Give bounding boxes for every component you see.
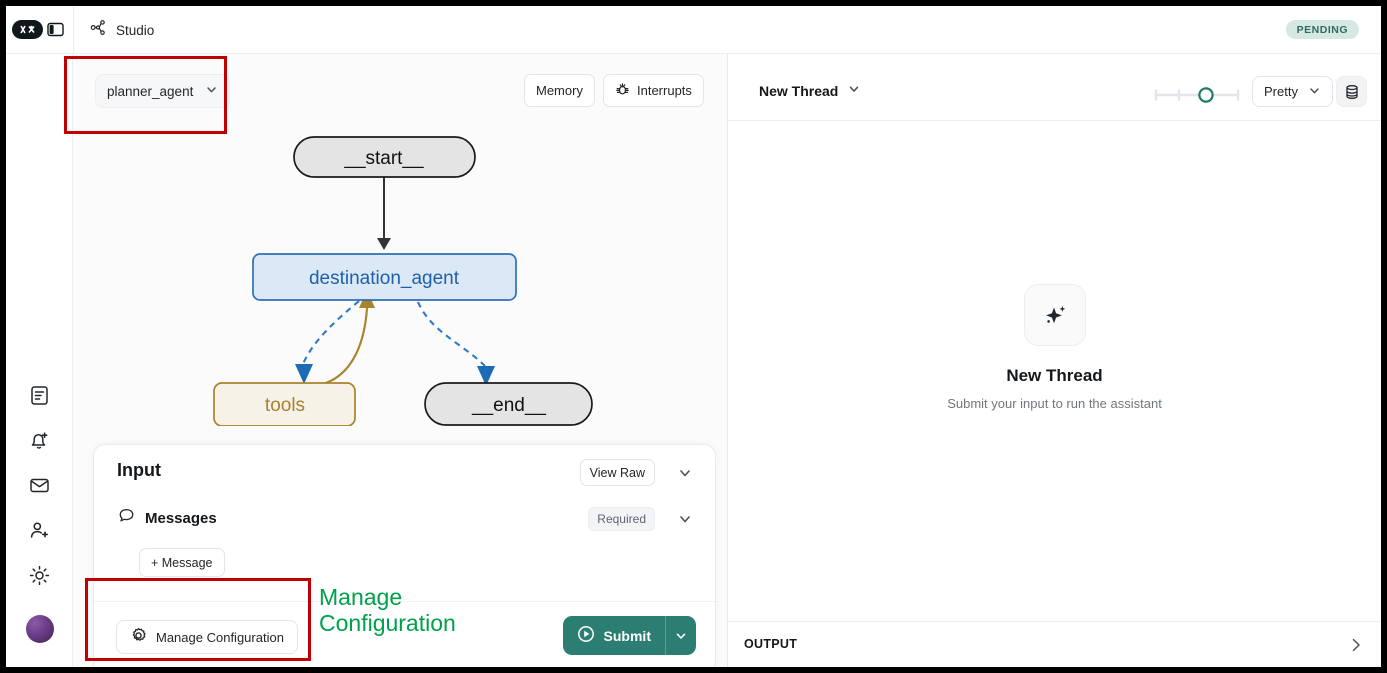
langsmith-logo-icon[interactable] [12,20,43,39]
person-plus-icon[interactable] [28,519,51,542]
input-card-footer: Manage Configuration Submit [94,601,715,667]
submit-divider [665,616,666,655]
graph-node-tools-label: tools [265,395,305,416]
empty-state-title: New Thread [1006,366,1103,385]
chevron-down-icon [847,82,861,99]
messages-collapse-chevron-down-icon[interactable] [671,507,699,531]
zoom-slider[interactable] [1152,82,1242,108]
studio-label: Studio [116,22,155,38]
add-message-button[interactable]: + Message [139,548,225,577]
bell-plus-icon[interactable] [28,429,51,452]
add-message-label: + Message [151,555,213,570]
agent-graph[interactable]: __start__ destination_agent tools __end_… [73,116,728,426]
empty-state: New Thread Submit your input to run the … [728,284,1381,411]
thread-selector[interactable]: New Thread [759,82,861,99]
edge-arrow-tools [295,364,313,384]
graph-node-tools[interactable]: tools [213,382,356,426]
speech-bubble-icon [118,507,135,529]
graph-node-start-label: __start__ [343,148,424,169]
manage-configuration-button[interactable]: Manage Configuration [116,620,298,654]
gear-icon [130,627,147,647]
submit-button[interactable]: Submit [562,616,696,655]
annotation-callout-manage-configuration: Manage Configuration [319,584,456,637]
thread-toolbar-divider [728,120,1381,121]
graph-node-destination-agent[interactable]: destination_agent [252,253,517,301]
graph-panel: planner_agent Memory Interrupts [73,54,728,667]
edge-tools-to-destination-agent [322,307,369,386]
submit-button-main[interactable]: Submit [563,616,665,655]
empty-state-subtitle: Submit your input to run the assistant [947,396,1162,411]
graph-toolbar: planner_agent Memory Interrupts [73,54,728,116]
input-card: Input View Raw Messages Requi [93,444,716,667]
topbar-divider [73,6,74,54]
memory-button[interactable]: Memory [524,74,595,107]
input-card-header: Input View Raw [94,445,715,501]
view-raw-button[interactable]: View Raw [579,459,655,486]
page-title: Input [117,460,161,480]
edge-arrow-end [477,366,495,386]
agent-selector-value: planner_agent [107,83,194,99]
chevron-down-icon [205,83,218,99]
envelope-icon[interactable] [28,474,51,497]
messages-label: Messages [145,509,217,527]
submit-chevron-down-icon[interactable] [666,616,696,655]
memory-label: Memory [536,83,583,98]
messages-row: Messages Required [94,499,715,539]
left-rail [6,54,73,667]
bug-icon [615,82,630,100]
thread-title-label: New Thread [759,82,839,99]
thread-panel: New Thread Pretty [728,54,1381,667]
agent-selector[interactable]: planner_agent [95,74,231,108]
graph-node-end-label: __end__ [471,395,546,416]
rail-icon-list [6,384,73,643]
interrupts-label: Interrupts [637,83,692,98]
graph-node-end[interactable]: __end__ [424,382,593,426]
edge-destination-agent-to-end [417,301,486,367]
chevron-right-icon[interactable] [1345,634,1367,656]
play-circle-icon [577,625,595,646]
database-icon[interactable] [1336,76,1367,107]
studio-app: Studio PENDING [6,6,1381,667]
manage-configuration-label: Manage Configuration [156,629,284,645]
output-label: OUTPUT [744,637,798,651]
graph-nodes-icon [90,19,107,41]
view-raw-label: View Raw [589,465,645,480]
sun-icon[interactable] [28,564,51,587]
format-label: Pretty [1264,84,1298,99]
document-icon[interactable] [28,384,51,407]
edge-arrow-destination-agent [377,238,391,250]
interrupts-button[interactable]: Interrupts [603,74,704,107]
studio-nav-item[interactable]: Studio [90,19,154,41]
status-badge: PENDING [1285,20,1359,39]
graph-node-destination-agent-label: destination_agent [309,268,460,289]
format-selector[interactable]: Pretty [1252,76,1333,107]
graph-node-start[interactable]: __start__ [293,136,476,178]
user-avatar[interactable] [25,615,54,643]
top-bar: Studio PENDING [6,6,1381,54]
input-collapse-chevron-down-icon[interactable] [671,459,699,486]
chevron-down-icon [1308,84,1321,100]
panel-toggle-icon[interactable] [47,21,64,38]
messages-label-group: Messages [118,507,217,529]
required-badge: Required [588,507,655,531]
edge-destination-agent-to-tools [302,300,360,365]
sparkle-icon [1023,284,1086,346]
output-section-toggle[interactable]: OUTPUT [728,621,1381,667]
submit-label: Submit [603,627,651,644]
